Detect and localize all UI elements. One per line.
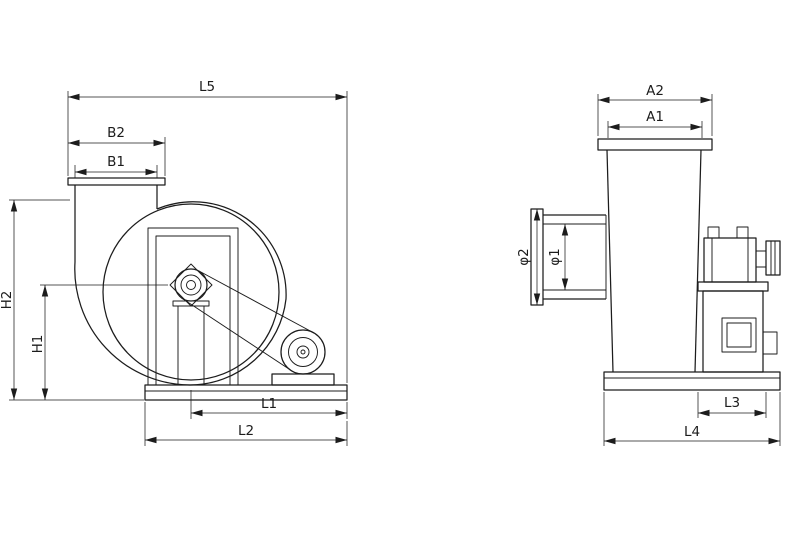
bearing-flange bbox=[169, 263, 213, 307]
volute-casing bbox=[74, 185, 287, 386]
base-frame-end bbox=[603, 371, 781, 391]
dim-label-L4: L4 bbox=[684, 424, 700, 440]
pedestal-body bbox=[702, 290, 764, 373]
impeller-circle bbox=[102, 203, 280, 381]
fan-end-view bbox=[530, 138, 781, 391]
dim-label-L2: L2 bbox=[238, 423, 254, 439]
dimension-L4: L4 bbox=[603, 392, 781, 446]
dimension-L3: L3 bbox=[697, 392, 767, 418]
dim-label-phi2: φ2 bbox=[516, 248, 532, 266]
dim-label-H1: H1 bbox=[30, 335, 46, 354]
pedestal-end-view bbox=[697, 281, 778, 373]
outlet-flange-side bbox=[67, 177, 166, 186]
dimension-phi1: φ1 bbox=[547, 224, 569, 290]
dimension-L1: L1 bbox=[190, 390, 348, 419]
motor-pulley-end bbox=[765, 240, 781, 276]
motor-base bbox=[271, 373, 335, 386]
belt-lower bbox=[182, 298, 293, 372]
dim-label-phi1: φ1 bbox=[547, 248, 563, 266]
dim-label-A1: A1 bbox=[646, 109, 664, 125]
dimension-phi2: φ2 bbox=[516, 209, 541, 305]
pedestal-tab bbox=[762, 331, 778, 355]
motor-pulley bbox=[280, 329, 326, 375]
pedestal-plate-side bbox=[172, 300, 210, 307]
dimension-A1: A1 bbox=[607, 109, 703, 138]
dim-label-B2: B2 bbox=[107, 125, 125, 141]
belt-upper bbox=[198, 270, 315, 334]
dim-label-L1: L1 bbox=[261, 396, 277, 412]
fan-side-view bbox=[67, 177, 348, 401]
dimension-H1: H1 bbox=[30, 284, 168, 400]
motor-end-view bbox=[703, 226, 781, 283]
dimension-L2: L2 bbox=[144, 402, 348, 446]
dimension-L5: L5 bbox=[67, 79, 348, 383]
dim-label-L3: L3 bbox=[724, 395, 740, 411]
motor-bolt-left bbox=[707, 226, 720, 239]
drive-frame-inner bbox=[155, 235, 231, 385]
shaft-hub bbox=[174, 268, 208, 302]
dim-label-L5: L5 bbox=[199, 79, 215, 95]
outlet-flange-end bbox=[597, 138, 713, 151]
dim-label-H2: H2 bbox=[0, 291, 15, 310]
inlet-assembly bbox=[530, 208, 607, 306]
motor-shaft bbox=[755, 250, 767, 268]
dimension-A2: A2 bbox=[597, 83, 713, 136]
dimension-B1: B1 bbox=[74, 154, 158, 178]
dimension-B2: B2 bbox=[68, 125, 166, 176]
dimension-H2: H2 bbox=[0, 199, 144, 401]
dim-label-B1: B1 bbox=[107, 154, 125, 170]
dim-label-A2: A2 bbox=[646, 83, 664, 99]
pedestal-top-plate bbox=[697, 281, 769, 292]
drive-frame-outer bbox=[147, 227, 239, 385]
motor-bolt-right bbox=[736, 226, 749, 239]
base-frame-side bbox=[144, 384, 348, 401]
